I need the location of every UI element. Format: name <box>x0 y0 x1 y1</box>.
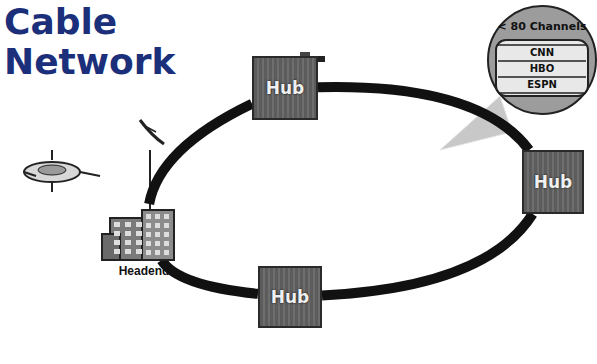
cable-link <box>162 260 258 294</box>
channel-circle: < 80 ChannelsCNN HBO ESPN <box>480 4 597 116</box>
node-label: Headend <box>96 264 192 278</box>
hub-box: Hub <box>258 266 322 328</box>
node-label: Hub <box>267 287 314 307</box>
channel-name: HBO <box>480 63 597 75</box>
hub-box: Hub <box>522 150 584 214</box>
ground-dish <box>24 150 100 192</box>
cable-link <box>149 104 252 204</box>
channel-name: ESPN <box>480 79 597 91</box>
channel-count: < 80 Channels <box>480 20 597 33</box>
hub-box: Hub <box>252 56 318 120</box>
cable-link <box>318 87 529 150</box>
node-label: Hub <box>530 172 577 192</box>
cable-link <box>322 214 533 295</box>
headend-building: Headend <box>96 204 192 278</box>
node-label: Hub <box>262 78 309 98</box>
title: Cable Network <box>4 2 174 82</box>
channel-name: CNN <box>480 47 597 59</box>
